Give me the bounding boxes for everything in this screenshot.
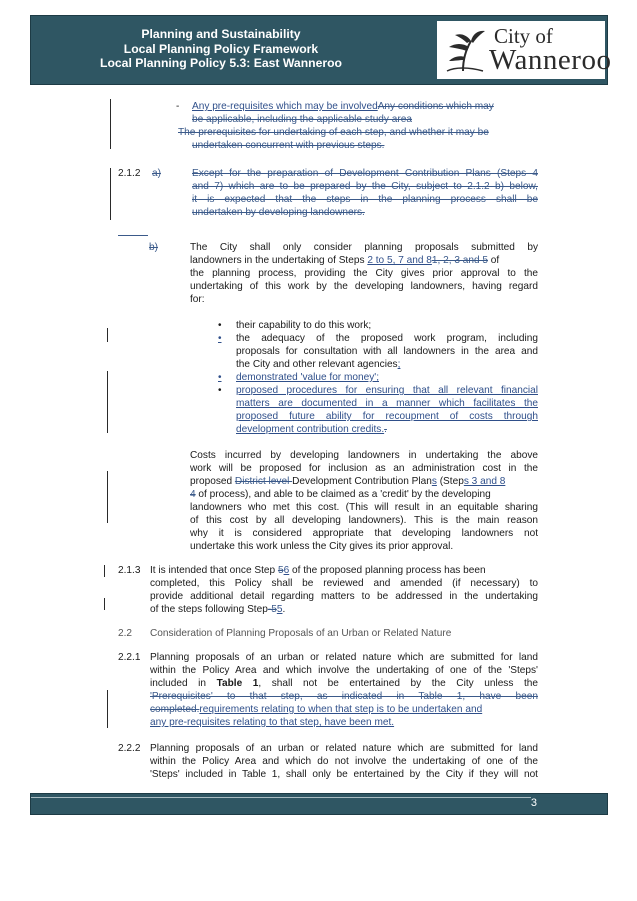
s212-a-line-4: undertaken by developing landowners. bbox=[192, 207, 365, 218]
s212-p2-line-4: 4 of process), and able to be claimed as… bbox=[190, 489, 491, 500]
bullet-2-line-1: the adequacy of the proposed work progra… bbox=[236, 333, 538, 344]
bullet-2-line-2: proposals for consultation with all land… bbox=[236, 346, 538, 357]
section-number: 2.2 bbox=[118, 628, 133, 639]
s222-line-1: Planning proposals of an urban or relate… bbox=[150, 743, 538, 754]
s212-p2-line-3: proposed District level Development Cont… bbox=[190, 476, 506, 487]
s221-line-5: completed.requirements relating to when … bbox=[150, 704, 483, 715]
bullet-dot: • bbox=[218, 320, 222, 331]
s212-a-line-2: and 7) which are to be prepared by the C… bbox=[192, 181, 538, 192]
logo-city-text: City of bbox=[494, 24, 553, 48]
section-number: 2.1.2 bbox=[118, 168, 141, 179]
s212-p2-line-8: undertake this work unless the City give… bbox=[190, 541, 454, 552]
top-item-2-line-2: undertaken concurrent with previous step… bbox=[192, 140, 385, 151]
list-dash: - bbox=[176, 101, 180, 112]
revision-bar bbox=[104, 565, 105, 577]
bullet-4-line-1: proposed procedures for ensuring that al… bbox=[236, 385, 538, 396]
s213-line-4: of the steps following Step-55. bbox=[150, 604, 286, 615]
revision-bar bbox=[104, 598, 105, 610]
s212-b-line-5: for: bbox=[190, 294, 205, 305]
revision-bar bbox=[107, 690, 108, 728]
deleted-line-marker bbox=[118, 235, 148, 236]
section-heading: Consideration of Planning Proposals of a… bbox=[150, 628, 452, 639]
bullet-4-line-4: development contribution credits.. bbox=[236, 424, 387, 435]
s222-line-2: within the Policy Area and which do not … bbox=[150, 756, 538, 767]
top-item-1-line-2: be applicable, including the applicable … bbox=[192, 114, 412, 125]
page-header: Planning and Sustainability Local Planni… bbox=[30, 15, 611, 85]
section-number: 2.1.3 bbox=[118, 565, 141, 576]
header-line-1: Planning and Sustainability bbox=[141, 27, 301, 41]
bullet-1: their capability to do this work; bbox=[236, 320, 372, 331]
s212-b-line-3: the planning process, providing the City… bbox=[190, 268, 538, 279]
s212-p2-line-7: why it is considered appropriate that de… bbox=[190, 528, 538, 539]
s213-line-1: It is intended that once Step 56 of the … bbox=[150, 565, 486, 576]
city-logo: City of Wanneroo bbox=[437, 21, 611, 79]
header-line-2: Local Planning Policy Framework bbox=[123, 41, 319, 56]
s212-p2-line-5: landowners who met this cost. (This will… bbox=[190, 502, 538, 513]
revision-bar bbox=[110, 99, 111, 149]
s212-p2-line-1: Costs incurred by developing landowners … bbox=[190, 450, 538, 461]
bullet-dot: • bbox=[218, 372, 222, 383]
s221-line-1: Planning proposals of an urban or relate… bbox=[150, 652, 538, 663]
revision-bar bbox=[110, 168, 111, 220]
s212-a-line-1: Except for the preparation of Developmen… bbox=[192, 168, 538, 179]
s212-b-line-1: The City shall only consider planning pr… bbox=[190, 242, 538, 253]
s221-line-4: 'Prerequisites' to that step, as indicat… bbox=[150, 691, 538, 702]
section-number: 2.2.1 bbox=[118, 652, 141, 663]
s213-line-2: completed, this Policy shall be reviewed… bbox=[150, 578, 538, 589]
bullet-dot: • bbox=[218, 385, 222, 396]
s212-p2-line-6: of this cost by all developing landowner… bbox=[190, 515, 538, 526]
s212-a-line-3: it is expected that the steps in the pla… bbox=[192, 194, 538, 205]
s212-b-line-2: landowners in the undertaking of Steps 2… bbox=[190, 255, 500, 266]
item-label-a: a) bbox=[152, 168, 161, 179]
bullet-4-line-2: matters are documented in a manner which… bbox=[236, 398, 538, 409]
revision-bar bbox=[107, 328, 108, 342]
bullet-4-line-3: proposed future ability for recoupment o… bbox=[236, 411, 538, 422]
page-footer: 3 bbox=[30, 793, 608, 815]
page-number: 3 bbox=[530, 797, 537, 809]
s212-p2-line-2: work will be proposed for inclusion as a… bbox=[190, 463, 538, 474]
bullet-3: demonstrated 'value for money'; bbox=[236, 372, 379, 383]
s221-line-6: any pre-requisites relating to that step… bbox=[150, 717, 395, 728]
footer-divider bbox=[31, 797, 531, 798]
s221-line-2: within the Policy Area and which involve… bbox=[150, 665, 538, 676]
header-title: Planning and Sustainability Local Planni… bbox=[31, 27, 411, 71]
wanneroo-plant-logo-icon bbox=[446, 30, 485, 72]
revision-bar bbox=[107, 471, 108, 523]
s212-b-line-4: undertaking of this work by the developi… bbox=[190, 281, 538, 292]
top-item-1-line-1: Any pre-requisites which may be involved… bbox=[192, 101, 494, 112]
header-line-3: Local Planning Policy 5.3: East Wanneroo bbox=[100, 56, 342, 70]
logo-name-text: Wanneroo bbox=[489, 44, 612, 76]
s222-line-3: 'Steps' included in Table 1, shall only … bbox=[150, 769, 538, 780]
bullet-dot: • bbox=[218, 333, 222, 344]
top-item-2-line-1: The prerequisites for undertaking of eac… bbox=[178, 127, 489, 138]
revision-bar bbox=[107, 371, 108, 433]
s213-line-3: provide additional detail regarding matt… bbox=[150, 591, 538, 602]
s221-line-3: included in Table 1, shall not be entert… bbox=[150, 678, 538, 689]
section-number: 2.2.2 bbox=[118, 743, 141, 754]
item-label-b: b) bbox=[149, 242, 158, 253]
bullet-2-line-3: the City and other relevant agencies; bbox=[236, 359, 401, 370]
